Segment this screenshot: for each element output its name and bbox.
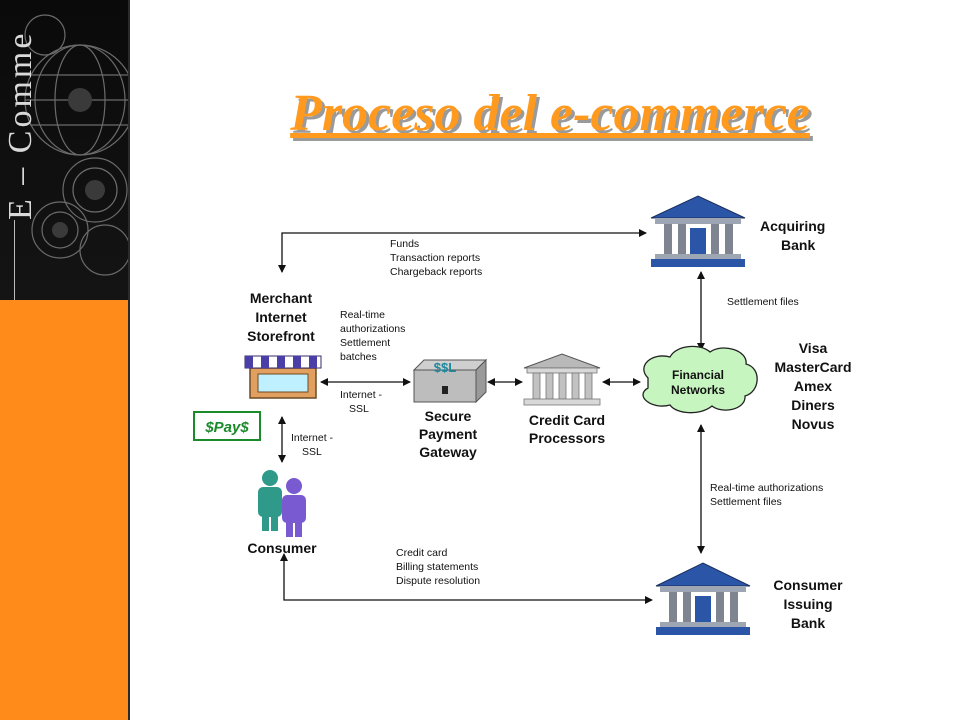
gateway-server-icon: $$L — [412, 358, 488, 404]
networks-label-1: Financial — [672, 368, 724, 382]
sidebar-decoration: E – Comme — [0, 0, 130, 720]
consumer-icon — [258, 470, 306, 537]
bottom-flow-dispute: Dispute resolution — [396, 575, 480, 587]
acquiring-bank-icon — [650, 195, 746, 267]
card-network-amex: Amex — [794, 378, 832, 394]
issuing-label-1: Consumer — [773, 577, 843, 593]
processors-label-1: Credit Card — [529, 412, 605, 428]
page-title: Proceso del e-commerce — [290, 85, 810, 142]
top-flow-funds: Funds — [390, 238, 419, 250]
svg-text:Merchant: Merchant — [250, 290, 313, 306]
issuing-flow-line-1: Real-time authorizations — [710, 482, 823, 494]
card-network-visa: Visa — [799, 340, 828, 356]
merchant-flow-line-4: batches — [340, 351, 377, 363]
merchant-ssl-line-1: Internet - — [340, 389, 383, 401]
svg-text:Internet: Internet — [255, 309, 307, 325]
storefront-icon — [244, 355, 322, 399]
merchant-flow-line-1: Real-time — [340, 309, 385, 321]
svg-text:Bank: Bank — [781, 237, 815, 253]
issuing-flow-line-2: Settlement files — [710, 496, 782, 508]
processors-building-icon — [523, 353, 601, 406]
card-network-novus: Novus — [792, 416, 835, 432]
merchant-ssl-line-2: SSL — [349, 403, 369, 415]
gateway-label-2: Payment — [419, 426, 478, 442]
consumer-ssl-line-1: Internet - — [291, 432, 334, 444]
issuing-label-2: Issuing — [783, 596, 832, 612]
sidebar-divider — [14, 220, 15, 300]
top-flow-transaction-reports: Transaction reports — [390, 252, 480, 264]
financial-networks-cloud — [642, 345, 758, 414]
issuing-bank-icon — [655, 562, 751, 635]
svg-text:Acquiring: Acquiring — [760, 218, 825, 234]
consumer-ssl-line-2: SSL — [302, 446, 322, 458]
merchant-label-1: Merchant — [250, 290, 313, 306]
processors-label-2: Processors — [529, 430, 605, 446]
issuing-label-3: Bank — [791, 615, 825, 631]
top-flow-chargeback-reports: Chargeback reports — [390, 266, 482, 278]
merchant-label-3: Storefront — [247, 328, 315, 344]
merchant-flow-line-2: authorizations — [340, 323, 405, 335]
acquiring-settlement-label: Settlement files — [727, 296, 799, 308]
bottom-flow-credit-card: Credit card — [396, 547, 448, 559]
acquiring-label-1: Acquiring — [760, 218, 825, 234]
merchant-flow-line-3: Settlement — [340, 337, 390, 349]
svg-text:Storefront: Storefront — [247, 328, 315, 344]
pay-badge-text: $Pay$ — [204, 419, 249, 436]
pay-badge: $Pay$ — [193, 411, 261, 441]
top-flow-arrow — [278, 229, 647, 273]
gateway-label-1: Secure — [425, 408, 472, 424]
bottom-flow-arrow — [280, 553, 653, 604]
gateway-badge-text: $$L — [434, 360, 456, 375]
merchant-label-2: Internet — [255, 309, 307, 325]
gateway-label-3: Gateway — [419, 444, 477, 460]
consumer-label: Consumer — [247, 540, 317, 556]
acquiring-label-2: Bank — [781, 237, 815, 253]
globe-collage-icon — [24, 14, 128, 276]
networks-label-2: Networks — [671, 383, 725, 397]
bottom-flow-billing: Billing statements — [396, 561, 478, 573]
card-network-mastercard: MasterCard — [774, 359, 851, 375]
card-network-diners: Diners — [791, 397, 835, 413]
